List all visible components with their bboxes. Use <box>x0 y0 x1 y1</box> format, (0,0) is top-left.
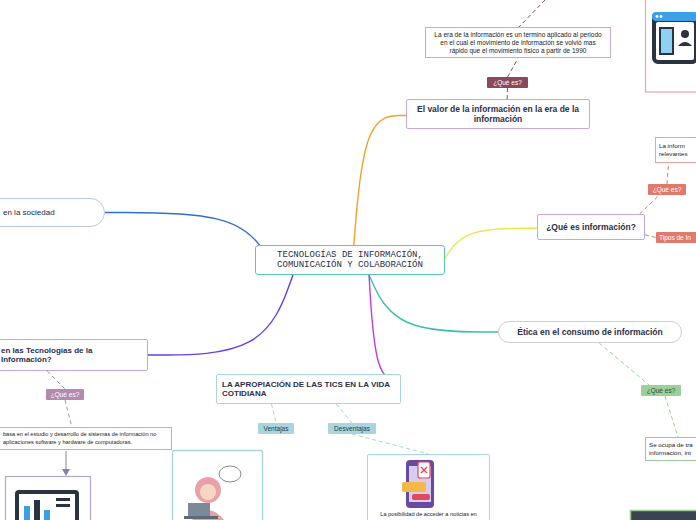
node-text: TECNOLOGÍAS DE INFORMACIÓN, COMUNICACIÓN… <box>262 250 438 270</box>
note-box: La era de la información es un termino a… <box>425 27 611 58</box>
phone-icon <box>402 460 434 508</box>
node-text: Desventajas <box>329 425 375 432</box>
girl-illustration <box>173 451 263 520</box>
branch-topic: en las Tecnologías de la Información? <box>0 339 148 371</box>
branch-connector <box>369 275 401 380</box>
node-text: ¿Qué es? <box>649 186 685 193</box>
tag-label: ¿Qué es? <box>487 77 528 88</box>
branch-connector <box>47 371 65 389</box>
branch-connector <box>336 404 352 423</box>
note-box: Se ocupa de tra información, int <box>645 437 696 461</box>
branch-connector <box>645 235 656 238</box>
browser-icon <box>646 0 696 92</box>
branch-connector <box>599 343 649 385</box>
chart-icon <box>6 477 91 520</box>
arrow-head <box>62 469 70 476</box>
node-text: La posibilidad de acceder a noticias en <box>372 511 485 517</box>
branch-connector <box>148 275 293 355</box>
node-text: en las Tecnologías de la Información? <box>1 346 143 364</box>
tag-label: ¿Qué es? <box>648 184 686 195</box>
branch-topic: ¿Qué es información? <box>537 214 645 240</box>
branch-connector <box>508 58 519 77</box>
branch-connector <box>352 434 429 454</box>
branch-connector <box>665 396 678 437</box>
central-topic: TECNOLOGÍAS DE INFORMACIÓN, COMUNICACIÓN… <box>255 245 445 275</box>
branch-connector <box>354 116 406 246</box>
branch-connector <box>369 275 498 332</box>
node-text: Tipos de In <box>659 234 696 241</box>
partial-box <box>631 511 696 520</box>
note-box: basa en el estudio y desarrollo de siste… <box>0 427 172 450</box>
branch-topic: en la sociedad <box>0 198 105 227</box>
tag-label: ¿Qué es? <box>641 385 681 396</box>
tag-label: ¿Qué es? <box>46 389 84 400</box>
node-text: ¿Qué es información? <box>541 222 641 232</box>
node-text: La era de la información es un termino a… <box>431 31 605 54</box>
node-text: en la sociedad <box>3 208 100 217</box>
node-text: ¿Qué es? <box>489 79 526 86</box>
branch-connector <box>507 88 508 99</box>
node-text: La inform relevantes <box>659 142 696 158</box>
node-text: Se ocupa de tra información, int <box>649 441 696 457</box>
tag-label: Ventajas <box>258 423 294 434</box>
branch-connector <box>667 163 669 184</box>
branch-connector <box>640 195 660 214</box>
node-text: basa en el estudio y desarrollo de siste… <box>3 431 168 446</box>
node-text: El valor de la información en la era de … <box>413 104 583 124</box>
leader-line <box>66 451 67 470</box>
branch-topic: El valor de la información en la era de … <box>406 99 590 129</box>
node-text: ¿Qué es? <box>642 387 680 394</box>
image-box: La posibilidad de acceder a noticias en <box>367 454 490 520</box>
branch-connector <box>65 400 72 427</box>
branch-connector <box>105 213 265 252</box>
leader-line <box>518 0 545 28</box>
node-text: LA APROPIACIÓN DE LAS TICS EN LA VIDA CO… <box>222 380 395 398</box>
branch-topic: Ética en el consumo de información <box>498 321 682 343</box>
node-text: Ventajas <box>259 425 293 432</box>
branch-connector <box>445 228 537 258</box>
node-text: Ética en el consumo de información <box>503 327 677 337</box>
branch-topic: LA APROPIACIÓN DE LAS TICS EN LA VIDA CO… <box>216 374 401 404</box>
node-text: ¿Qué es? <box>47 391 83 398</box>
tag-label: Desventajas <box>328 423 376 434</box>
branch-connector <box>272 404 277 423</box>
note-box: La inform relevantes <box>655 137 696 163</box>
tag-label: Tipos de In <box>656 232 696 243</box>
